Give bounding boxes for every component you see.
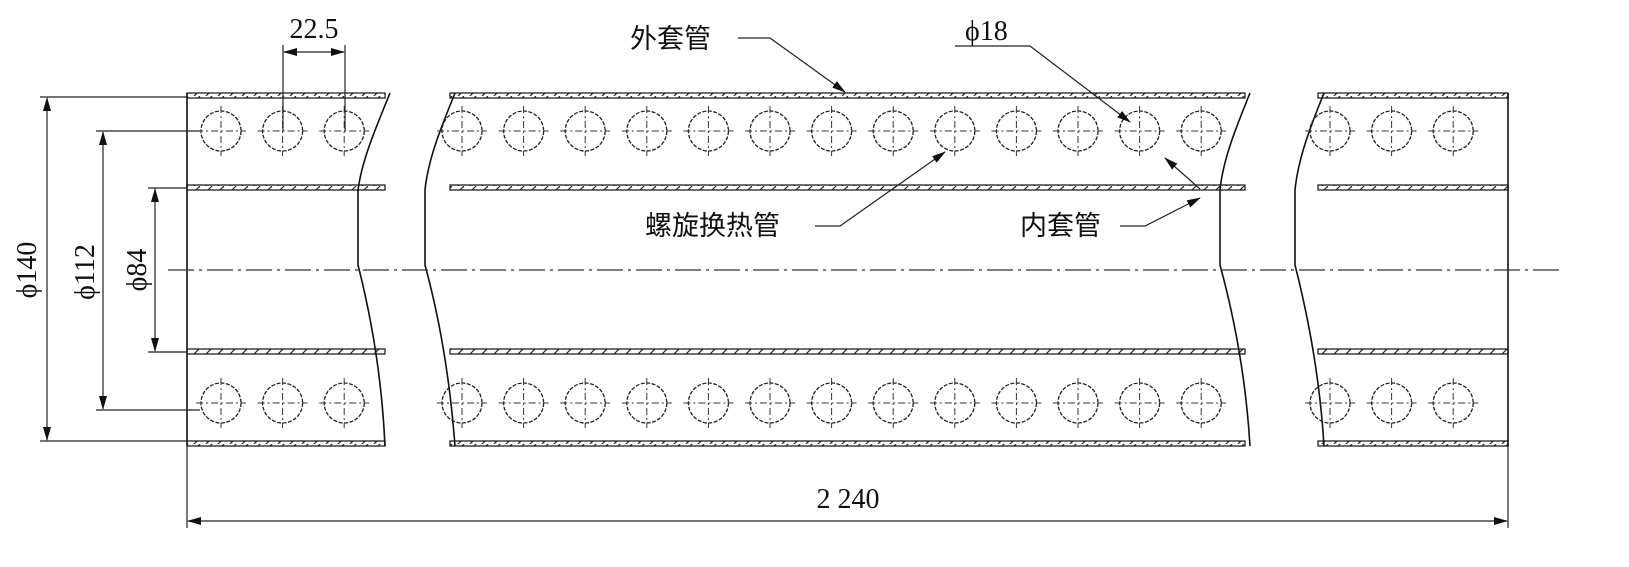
- helix-diameter-label: ϕ112: [70, 244, 101, 300]
- hole: [683, 106, 734, 156]
- label-hole-diameter: ϕ18: [955, 16, 1201, 190]
- hole: [868, 106, 919, 156]
- tube-wall: [1317, 92, 1509, 99]
- hole: [806, 106, 857, 156]
- hole: [498, 106, 549, 156]
- spiral-tube-label: 螺旋换热管: [645, 211, 780, 242]
- hole: [868, 378, 919, 428]
- hole: [1176, 378, 1227, 428]
- tube-wall: [1317, 348, 1509, 355]
- tube-wall: [1317, 184, 1509, 191]
- hole: [991, 106, 1042, 156]
- inner-tube-label: 内套管: [1020, 211, 1101, 242]
- spiral-tube-holes: [196, 106, 1479, 428]
- hole: [560, 378, 611, 428]
- hole: [257, 378, 308, 428]
- tube-wall: [449, 92, 1246, 99]
- hole: [196, 378, 246, 428]
- hole: [806, 378, 857, 428]
- hole: [621, 378, 672, 428]
- hole: [621, 106, 672, 156]
- outer-diameter-label: ϕ140: [12, 242, 43, 299]
- tube-wall: [1317, 440, 1509, 447]
- tube-wall: [186, 440, 386, 447]
- tube-walls: [186, 92, 1509, 447]
- hole: [437, 378, 487, 428]
- hole: [319, 106, 370, 156]
- hole: [560, 106, 611, 156]
- hole: [1053, 378, 1103, 428]
- label-outer-tube: 外套管: [630, 24, 846, 93]
- dimension-outer-diameter: ϕ140: [12, 96, 187, 442]
- hole: [745, 106, 795, 156]
- tube-wall: [449, 440, 1246, 447]
- hole: [1305, 378, 1355, 428]
- hole: [1428, 106, 1479, 156]
- hole: [1366, 378, 1417, 428]
- inner-diameter-label: ϕ84: [122, 249, 153, 292]
- hole: [196, 106, 246, 156]
- hole: [1176, 106, 1227, 156]
- label-spiral-tube: 螺旋换热管: [645, 151, 946, 242]
- hole: [991, 378, 1042, 428]
- hole: [1305, 106, 1355, 156]
- dimension-helix-diameter: ϕ112: [70, 130, 200, 411]
- hole: [1114, 378, 1165, 428]
- tube-wall: [449, 348, 1246, 355]
- label-inner-tube: 内套管: [1020, 197, 1201, 242]
- tube-wall: [186, 348, 386, 355]
- hole: [745, 378, 795, 428]
- hole: [929, 106, 980, 156]
- hole: [929, 378, 980, 428]
- hole: [498, 378, 549, 428]
- hole: [319, 378, 370, 428]
- hole: [1366, 106, 1417, 156]
- hole: [1053, 106, 1103, 156]
- hole: [683, 378, 734, 428]
- hole: [1114, 106, 1165, 156]
- pitch-label: 22.5: [290, 14, 339, 45]
- hole-diameter-label: ϕ18: [965, 16, 1008, 47]
- hole: [1428, 378, 1479, 428]
- tube-wall: [186, 92, 386, 99]
- tube-wall: [186, 184, 386, 191]
- tube-wall: [449, 184, 1246, 191]
- dimension-pitch: 22.5: [282, 14, 346, 131]
- dimension-inner-diameter: ϕ84: [122, 187, 187, 353]
- hole: [437, 106, 487, 156]
- outer-tube-label: 外套管: [630, 24, 711, 55]
- length-label: 2 240: [817, 484, 880, 515]
- dimension-length: 2 240: [186, 446, 1509, 528]
